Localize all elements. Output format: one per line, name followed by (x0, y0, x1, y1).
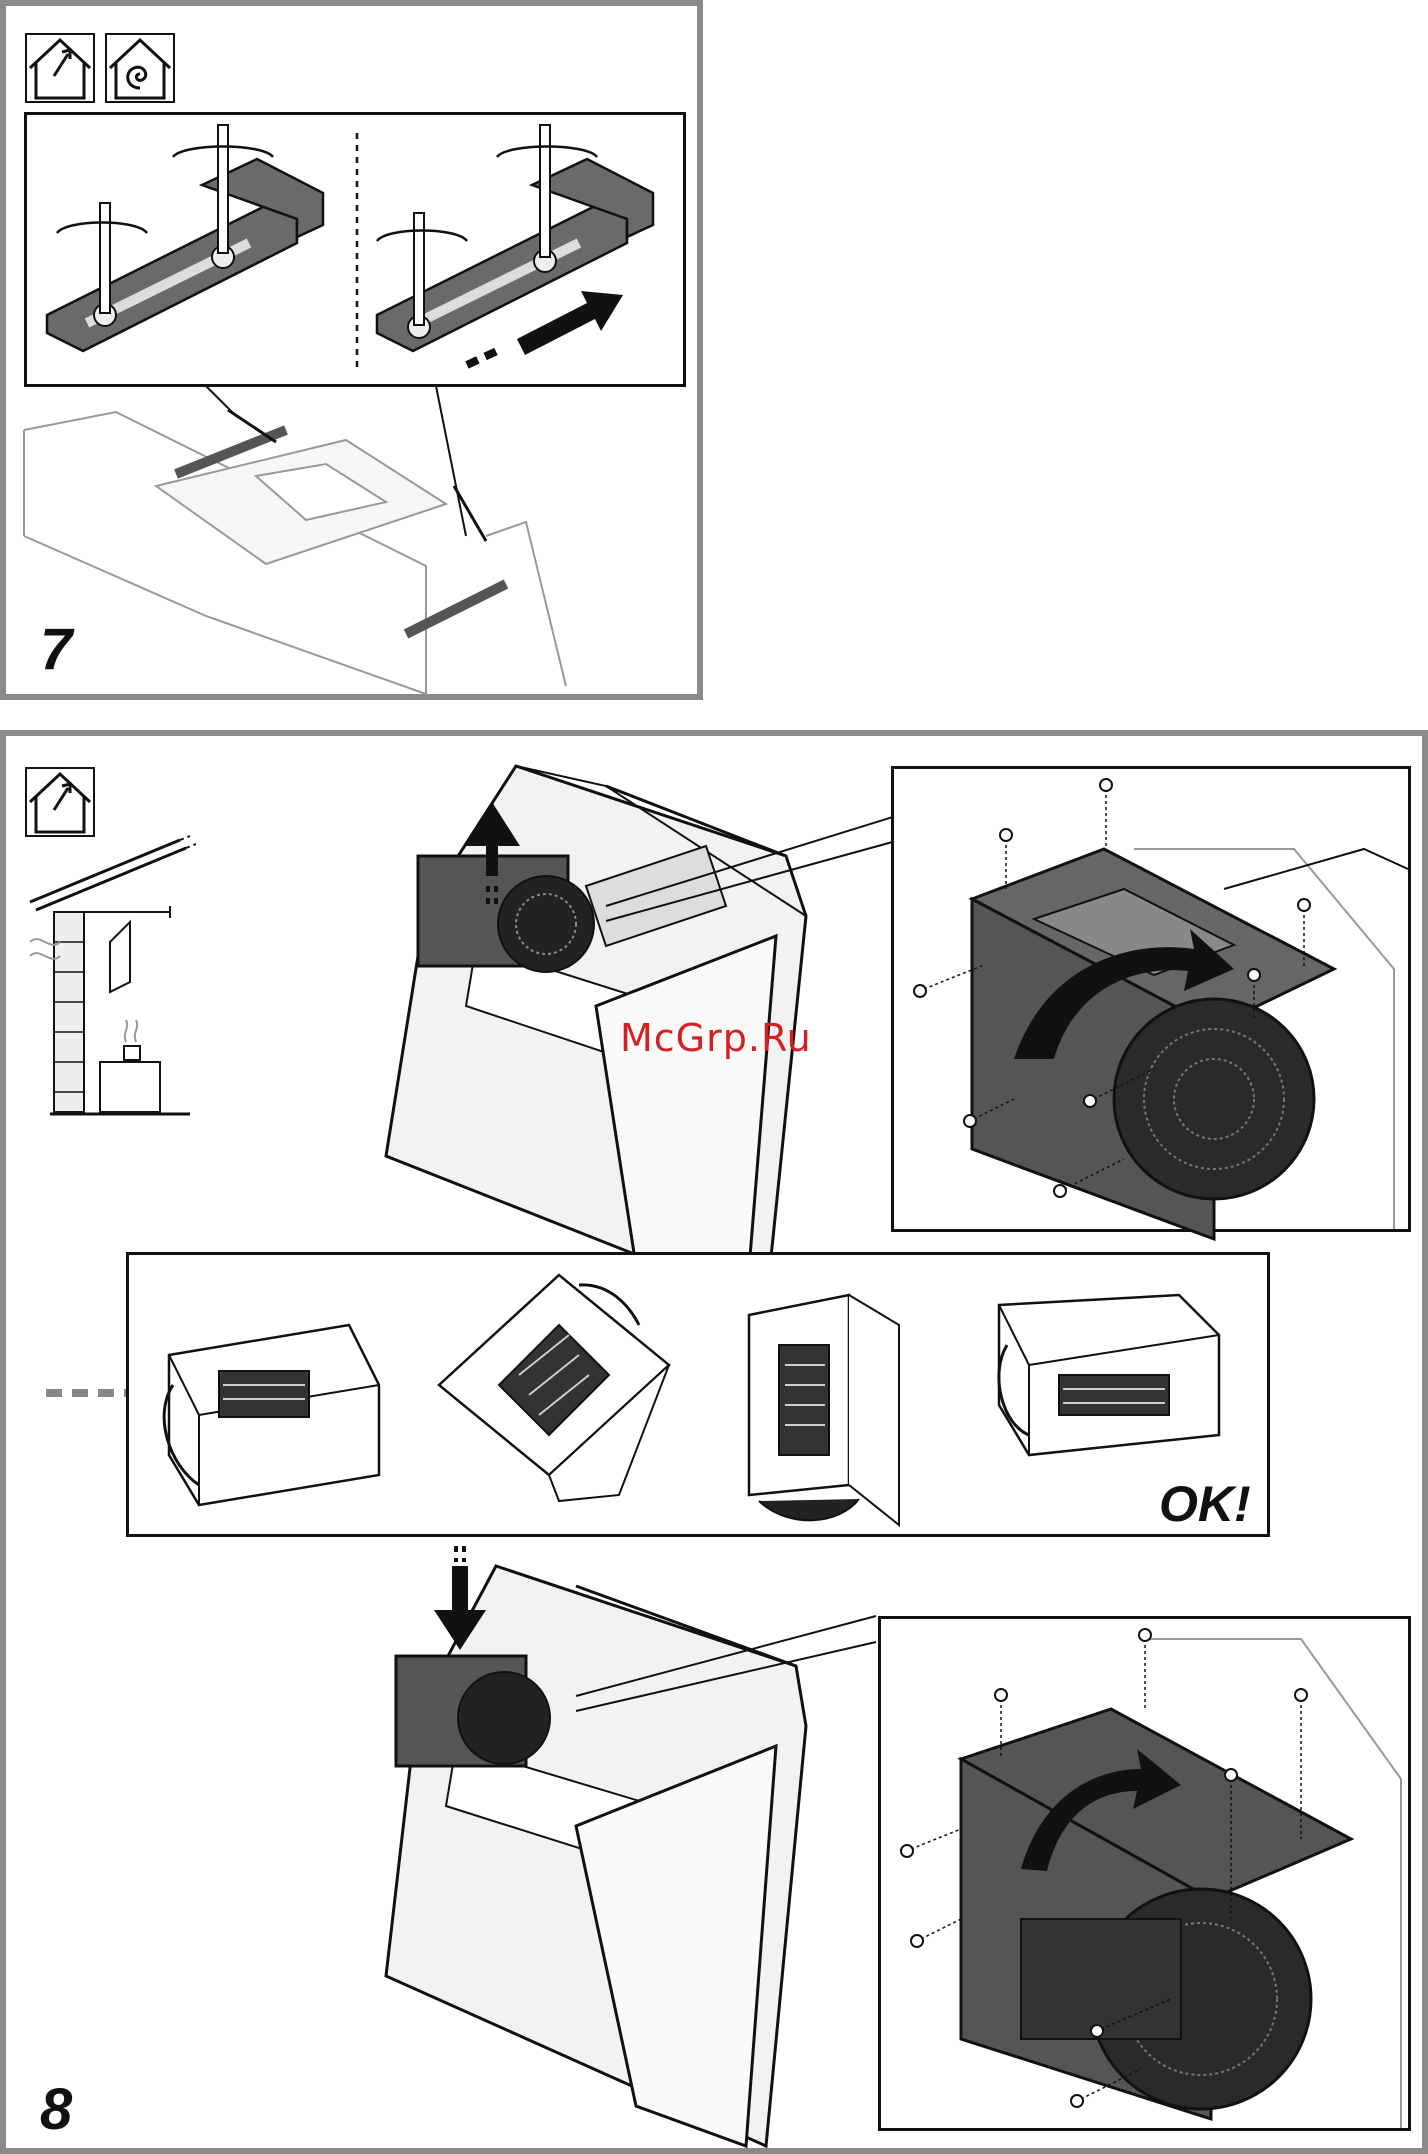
house-recirculation-icon (104, 32, 176, 104)
house-vent-out-icon (24, 766, 96, 838)
step-8-number: 8 (40, 2076, 72, 2143)
step-8-panel: OK! (0, 730, 1428, 2154)
hood-motor-install-illustration (376, 1546, 886, 2146)
orientation-option-4 (989, 1285, 1229, 1485)
step-7-panel: 7 (0, 0, 703, 700)
house-vent-out-icon (24, 32, 96, 104)
ok-label: OK! (1159, 1475, 1251, 1533)
motor-orientation-options-box: OK! (126, 1252, 1270, 1537)
slide-arrow (517, 291, 623, 355)
kitchen-wall-illustration (30, 832, 210, 1132)
orientation-option-2 (429, 1265, 689, 1515)
watermark-text: McGrp.Ru (620, 1016, 812, 1060)
motor-screws-install-illustration (881, 1619, 1408, 2128)
orientation-option-1 (159, 1295, 389, 1515)
motor-remove-detail-box (891, 766, 1411, 1232)
step-7-number: 7 (40, 616, 72, 683)
motor-install-detail-box (878, 1616, 1411, 2131)
bracket-detail-box (24, 112, 686, 387)
orientation-option-3 (729, 1285, 929, 1535)
step-7-hood-illustration (6, 386, 697, 694)
bracket-detail-illustration (27, 115, 683, 384)
motor-screws-removal-illustration (894, 769, 1408, 1229)
dashed-connector (46, 1388, 126, 1398)
